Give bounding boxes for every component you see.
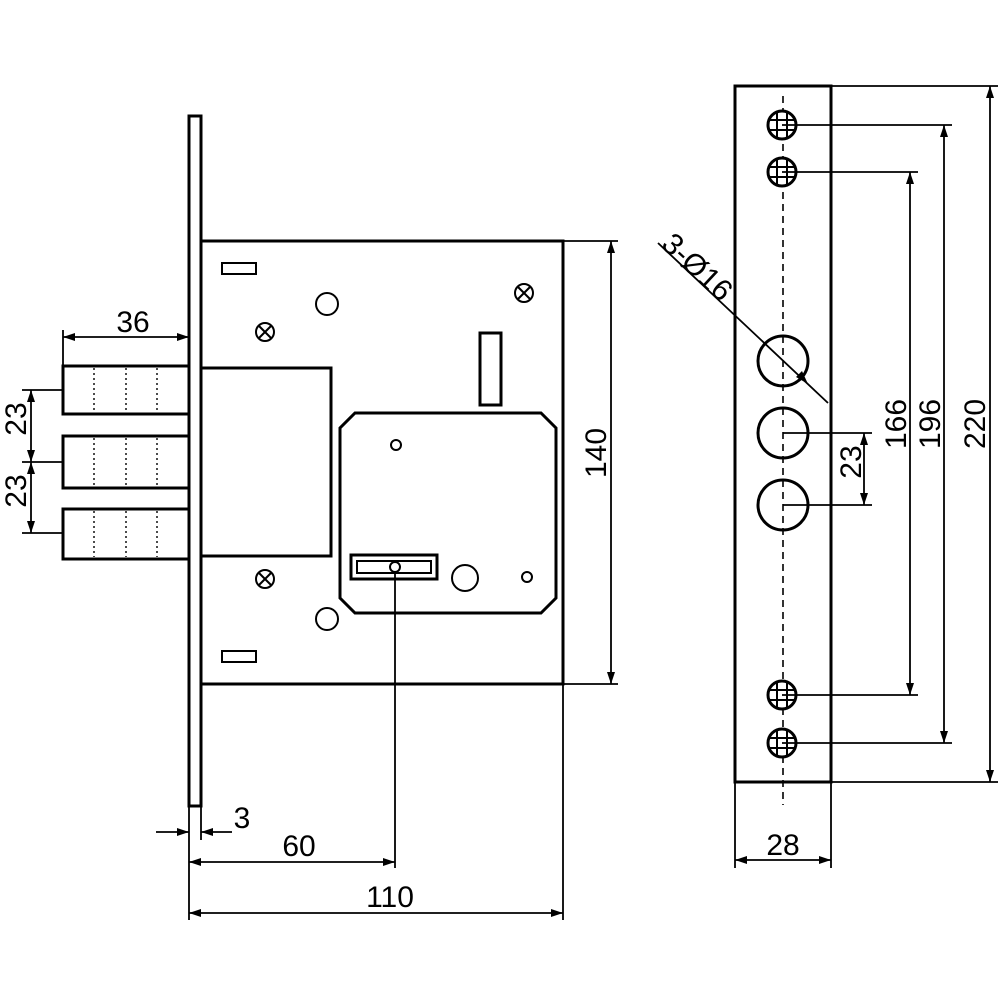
rivet-hole [315, 607, 339, 631]
dim-strike-width: 28 [766, 829, 799, 862]
strike-dimensions: 3-Ø16 23 166 196 220 28 [655, 85, 998, 868]
spindle-hole [451, 564, 479, 592]
slot-bottom [221, 650, 257, 663]
lock-case [199, 239, 565, 686]
bolt-carrier [199, 366, 333, 558]
dim-inner-screw-span: 166 [880, 399, 913, 449]
bolts [61, 364, 191, 561]
dim-backset: 60 [282, 830, 315, 863]
plate-hole [390, 439, 402, 451]
slot-top [221, 262, 257, 275]
lock-side-view [61, 114, 565, 808]
side-dimensions: 36 23 23 140 3 60 [0, 240, 618, 920]
faceplate [187, 114, 203, 808]
cylinder-plate [338, 411, 558, 615]
dim-strike-height: 220 [959, 399, 992, 449]
dim-outer-screw-span: 196 [914, 399, 947, 449]
dim-hole-spec: 3-Ø16 [655, 227, 738, 308]
screw-icon [514, 283, 534, 303]
screw-icon [255, 322, 275, 342]
dim-bolt-spacing-lower: 23 [0, 474, 33, 507]
dim-bolt-length: 36 [116, 306, 149, 339]
dim-bolt-spacing-upper: 23 [0, 402, 33, 435]
rivet-hole [315, 292, 339, 316]
strike-plate-view [733, 84, 833, 805]
plate-hole [521, 571, 533, 583]
dim-hole-spacing: 23 [835, 445, 868, 478]
keyhole-icon [349, 553, 439, 581]
dim-body-height: 140 [580, 428, 613, 478]
latch-slot [478, 331, 503, 407]
screw-icon [255, 569, 275, 589]
bolt-hole [756, 334, 810, 388]
dim-faceplate-thickness: 3 [234, 802, 251, 835]
dim-body-depth: 110 [366, 881, 414, 914]
bolt-bottom [61, 507, 191, 561]
